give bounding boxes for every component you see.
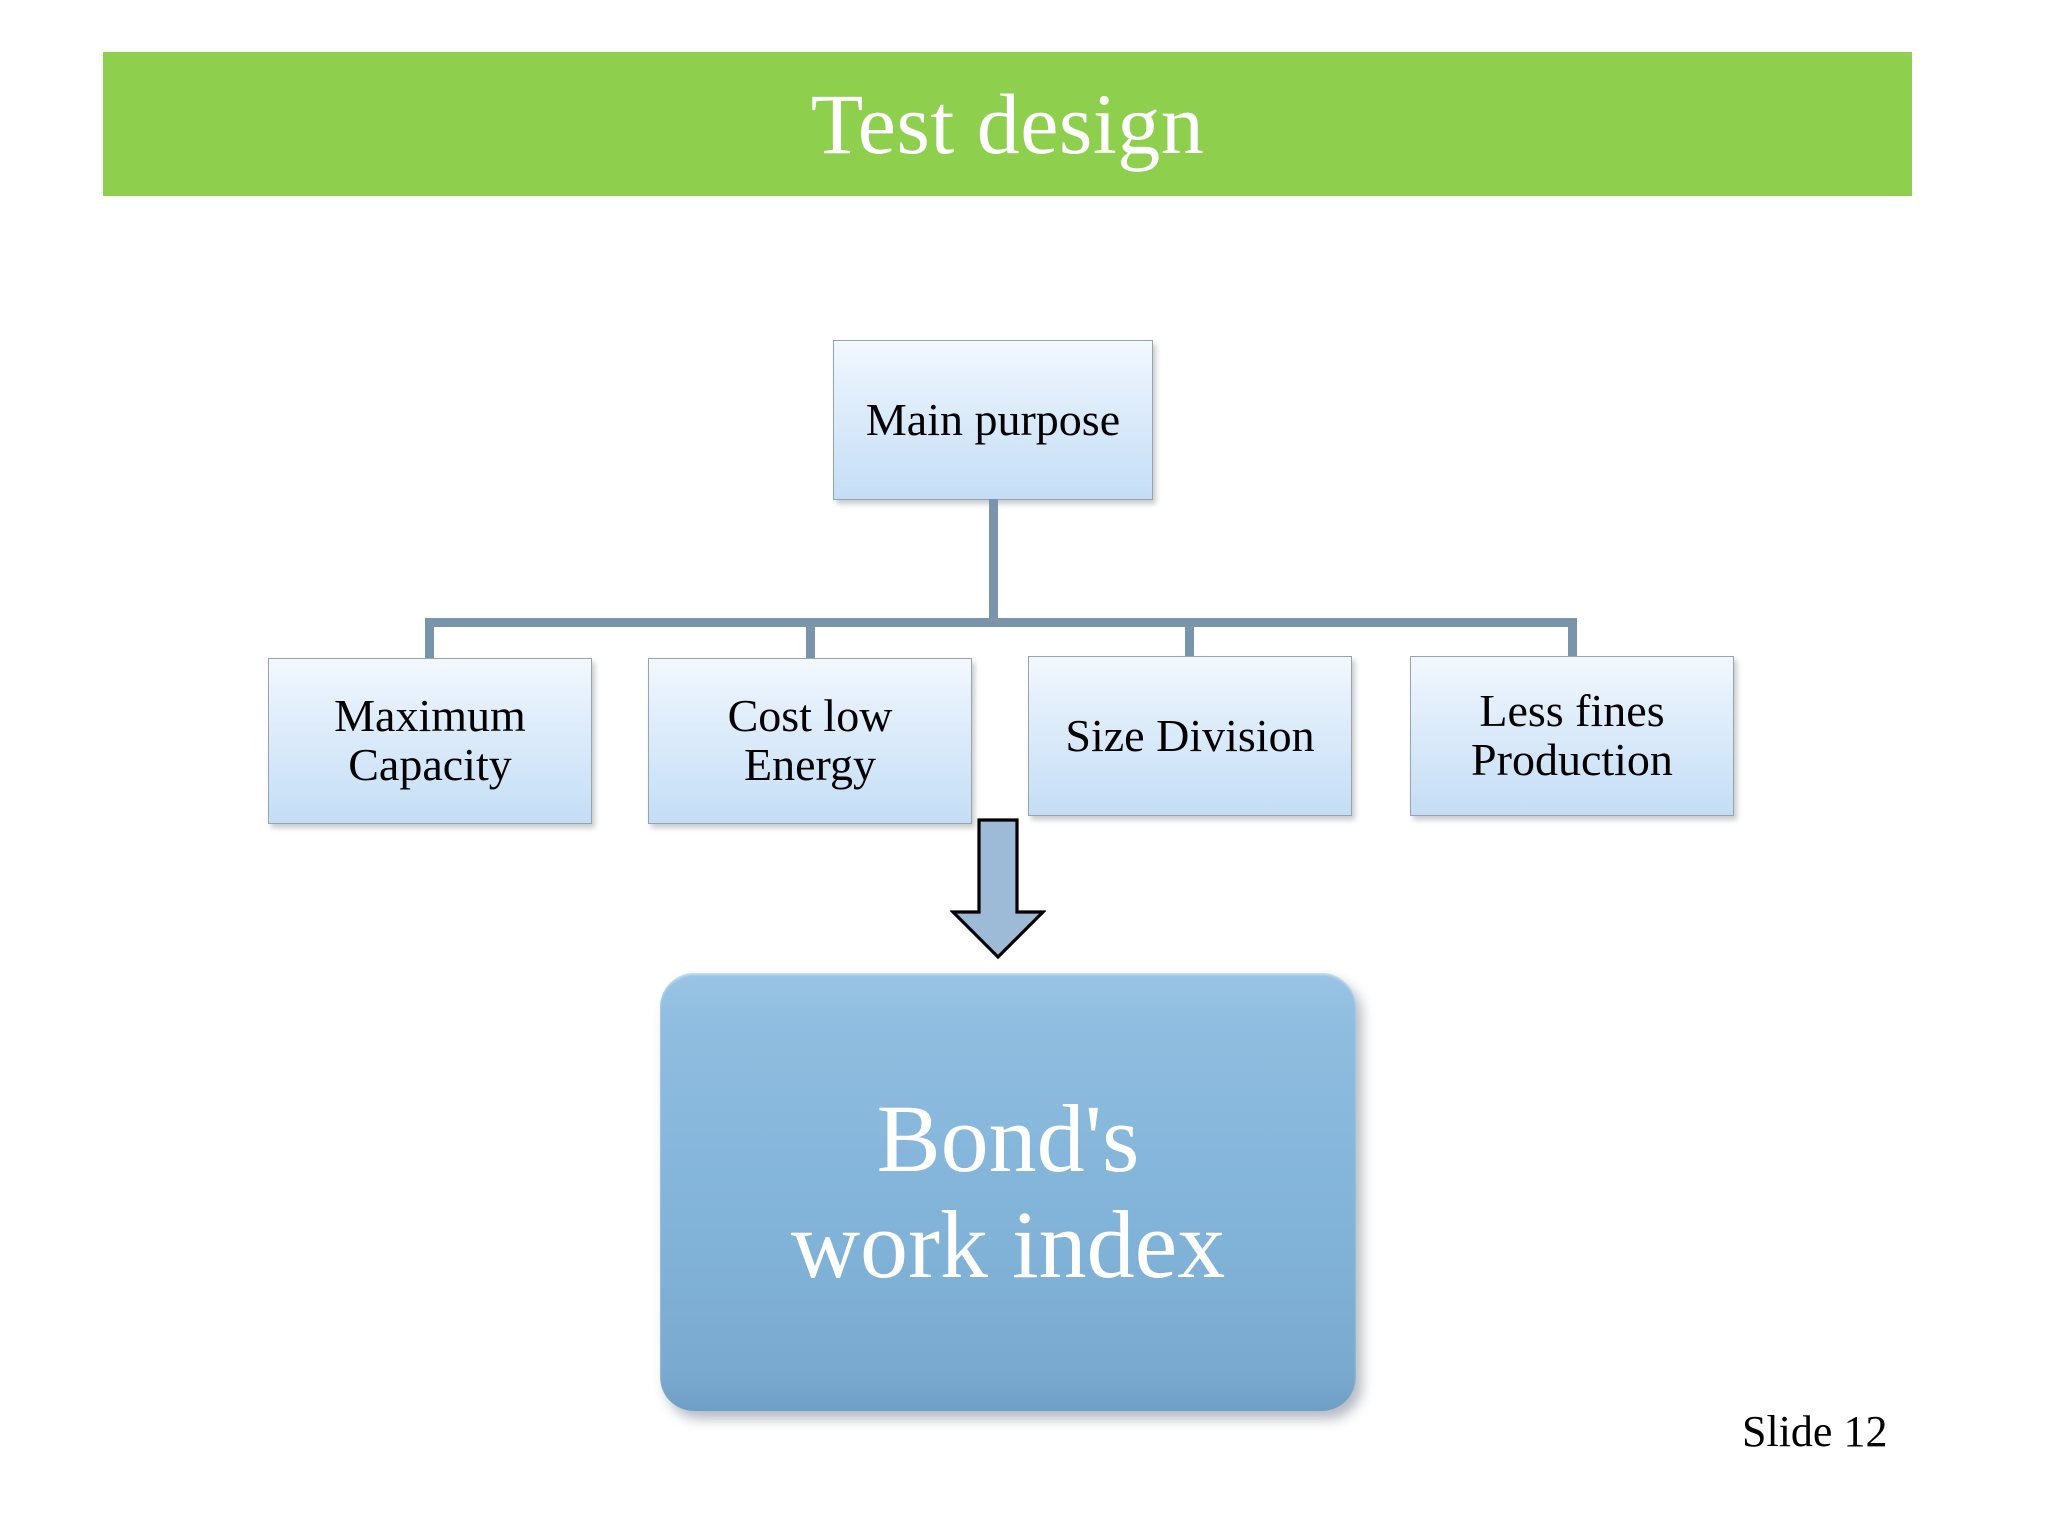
page-title: Test design (810, 76, 1205, 172)
connector-horizontal-bus (425, 618, 1577, 627)
connector-root-stem (989, 499, 998, 625)
node-cost-low-energy-label: Cost low Energy (727, 690, 893, 790)
node-less-fines-production-label: Less fines Production (1471, 685, 1673, 785)
node-result-bonds-work-index[interactable]: Bond's work index (660, 973, 1356, 1411)
connector-drop-maximum-capacity (425, 618, 434, 660)
connector-drop-cost-low-energy (806, 618, 815, 660)
node-result-label: Bond's work index (790, 1085, 1226, 1298)
node-size-division-label: Size Division (1065, 709, 1315, 761)
node-maximum-capacity[interactable]: Maximum Capacity (268, 658, 592, 824)
connector-drop-less-fines-production (1568, 618, 1577, 658)
title-banner: Test design (103, 52, 1912, 196)
node-size-division[interactable]: Size Division (1028, 656, 1352, 816)
down-arrow-icon (950, 818, 1046, 960)
connector-drop-size-division (1185, 618, 1194, 658)
node-main-purpose[interactable]: Main purpose (833, 340, 1153, 500)
slide-number: Slide 12 (1742, 1407, 1888, 1456)
node-cost-low-energy[interactable]: Cost low Energy (648, 658, 972, 824)
node-less-fines-production[interactable]: Less fines Production (1410, 656, 1734, 816)
node-main-purpose-label: Main purpose (865, 393, 1121, 445)
node-maximum-capacity-label: Maximum Capacity (334, 690, 526, 790)
